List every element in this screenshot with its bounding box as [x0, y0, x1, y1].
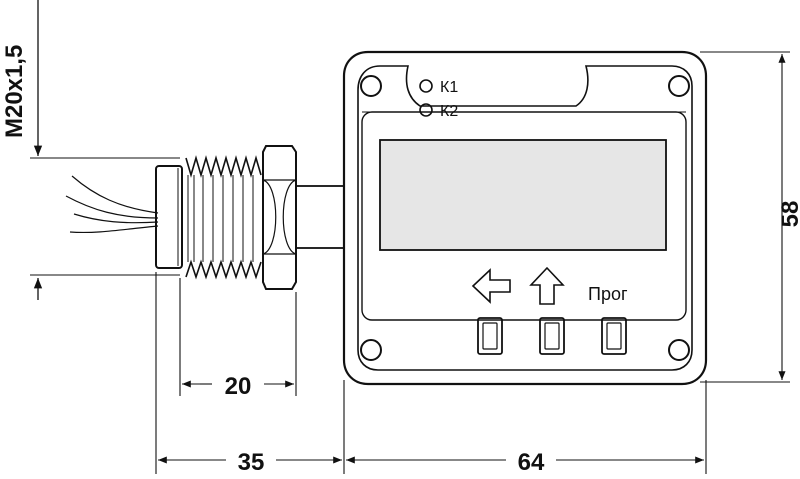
extension-lines: [155, 272, 707, 474]
height-dimension: [700, 51, 790, 383]
display-window: [379, 139, 667, 251]
thread-length-value: 20: [225, 373, 252, 400]
fitting-neck: [295, 185, 345, 249]
fitting-length-value: 35: [238, 449, 265, 474]
mounting-hole-bottom-right: [668, 339, 690, 361]
led-k2-icon: [419, 103, 433, 117]
arrow-left-icon: [471, 268, 511, 304]
body-width-value: 64: [518, 449, 545, 474]
device-body: [342, 50, 708, 386]
mounting-hole-top-right: [668, 75, 690, 97]
thread-dimension: [30, 0, 180, 300]
led-k1-icon: [419, 79, 433, 93]
button-left[interactable]: [477, 317, 503, 355]
mounting-hole-bottom-left: [360, 339, 382, 361]
led-k1-label: К1: [440, 79, 458, 96]
mounting-hole-top-left: [360, 75, 382, 97]
prog-label: Прог: [588, 284, 628, 304]
led-k2-label: К2: [440, 103, 458, 120]
thread-label: M20x1,5: [1, 45, 28, 138]
arrow-up-icon: [529, 266, 565, 305]
button-prog[interactable]: [601, 317, 627, 355]
body-height-value: 58: [777, 201, 800, 228]
button-up[interactable]: [539, 317, 565, 355]
fitting-hex-nut: [262, 145, 297, 290]
fitting-thread: [181, 155, 262, 280]
cable-wires: [65, 175, 159, 234]
